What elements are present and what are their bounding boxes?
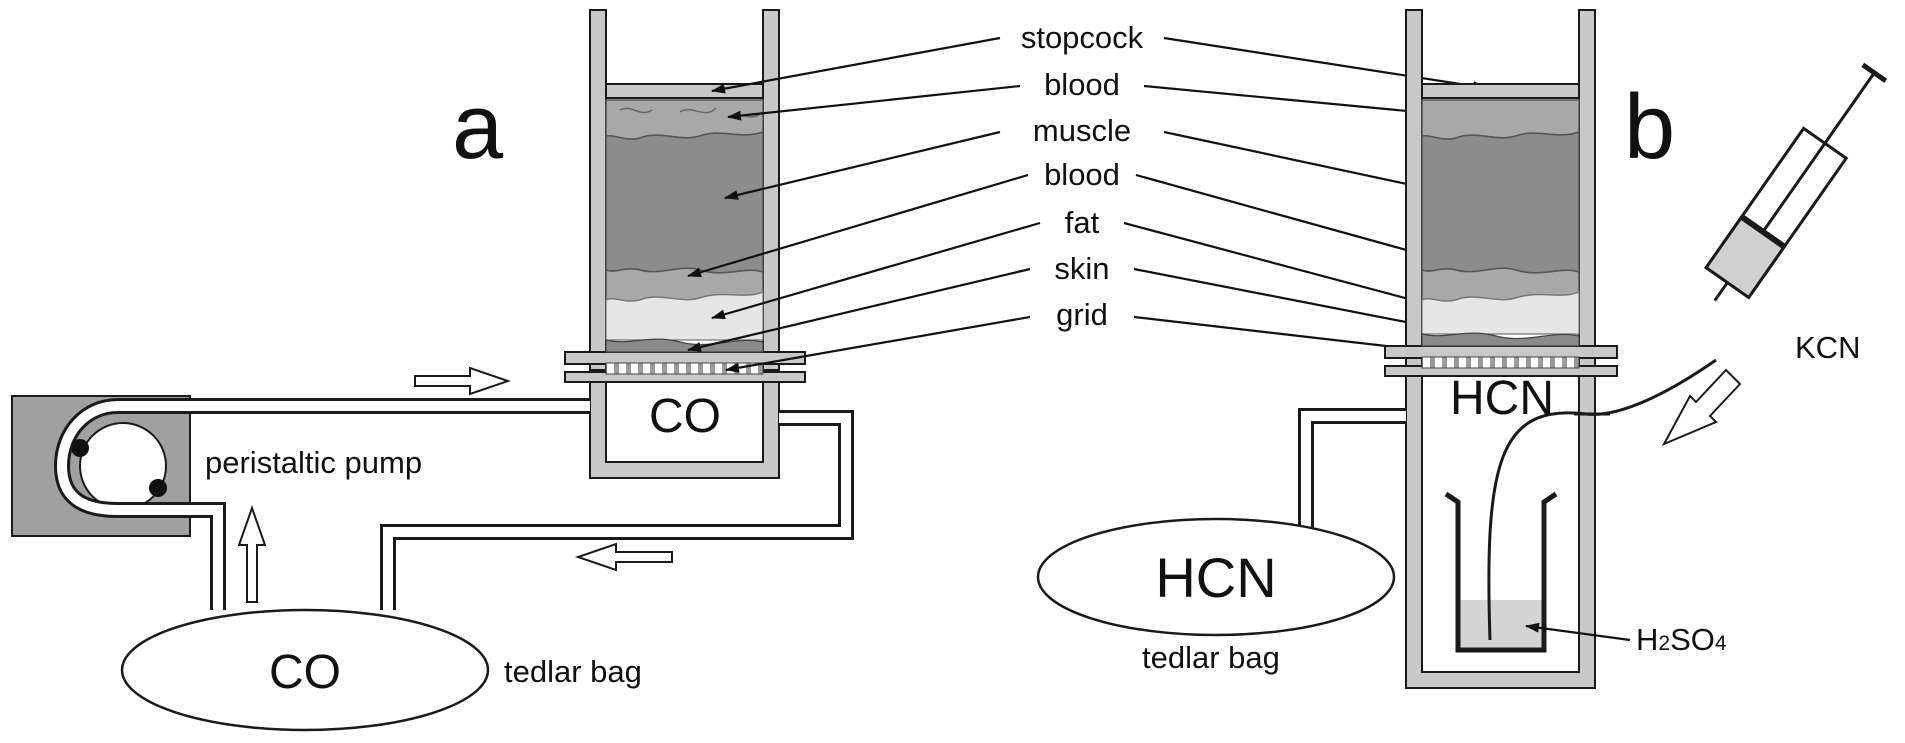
label-fat: fat <box>1065 205 1100 240</box>
acid-label-h: H <box>1636 622 1658 657</box>
bag-gas-label-a: CO <box>269 646 341 699</box>
gas-chamber-a-wall <box>589 381 780 479</box>
label-muscle: muscle <box>1033 113 1131 148</box>
grid-b <box>1421 356 1580 369</box>
label-grid: grid <box>1056 297 1108 332</box>
fat-layer-a <box>605 291 764 341</box>
blood-layer-a-top <box>605 99 764 140</box>
acid-label-so: SO <box>1670 622 1715 657</box>
acid-label-sub1: 2 <box>1658 632 1670 655</box>
tedlar-bag-label-b: tedlar bag <box>1142 640 1280 675</box>
pump-label: peristaltic pump <box>205 445 422 480</box>
blood-layer-b-top <box>1421 99 1580 140</box>
tedlar-bag-b <box>1036 517 1396 637</box>
pump-roller-2 <box>149 479 167 497</box>
flow-arrow-left <box>574 542 673 572</box>
stopcock-b <box>1421 83 1580 99</box>
label-stopcock: stopcock <box>1021 20 1144 55</box>
chamber-b-right-wall <box>1578 9 1596 371</box>
pump-roller-1 <box>71 439 89 457</box>
gas-label-b: HCN <box>1450 372 1554 425</box>
grid-a <box>605 362 764 375</box>
reaction-chamber-b-wall <box>1405 375 1596 689</box>
fat-layer-b <box>1421 291 1580 335</box>
chamber-b-left-wall <box>1405 9 1423 371</box>
acid-liquid <box>1458 600 1544 650</box>
tedlar-bag-label-a: tedlar bag <box>504 654 642 689</box>
bag-gas-label-b: HCN <box>1155 546 1276 609</box>
beaker <box>1444 491 1558 653</box>
chamber-b-flange-top <box>1384 345 1618 359</box>
label-skin: skin <box>1054 251 1109 286</box>
flow-arrow-right <box>414 366 512 396</box>
acid-leader <box>1525 622 1631 642</box>
needle-tube <box>1487 358 1717 641</box>
tedlar-bag-a <box>120 608 490 732</box>
muscle-layer-a <box>605 130 764 274</box>
muscle-layer-b <box>1421 130 1580 274</box>
tube-b <box>1298 408 1406 538</box>
syringe-label: KCN <box>1795 330 1860 365</box>
leader-arrows-a <box>687 36 1041 373</box>
chamber-a-left-wall <box>589 9 607 371</box>
layer-labels: stopcock blood muscle blood fat skin gri… <box>1021 20 1144 332</box>
acid-label: H2SO4 <box>1636 622 1727 657</box>
label-blood-top: blood <box>1044 67 1120 102</box>
flow-arrow-up <box>237 504 267 603</box>
gas-label-a: CO <box>649 390 721 443</box>
panel-b-letter: b <box>1624 76 1675 178</box>
panel-a-letter: a <box>452 76 504 178</box>
skin-layer-b <box>1421 332 1580 347</box>
skin-layer-a <box>605 338 764 353</box>
panel-a: a CO CO tedlar bag peristaltic pump <box>11 9 854 732</box>
panel-b: b HCN HCN tedlar bag KCN H2SO4 <box>1036 9 1888 689</box>
chamber-a-right-wall <box>762 9 780 371</box>
label-blood-bottom: blood <box>1044 157 1120 192</box>
injection-arrow <box>1661 368 1742 447</box>
acid-label-sub2: 4 <box>1715 632 1727 655</box>
pump-rotor <box>79 422 167 510</box>
syringe <box>1704 62 1888 302</box>
